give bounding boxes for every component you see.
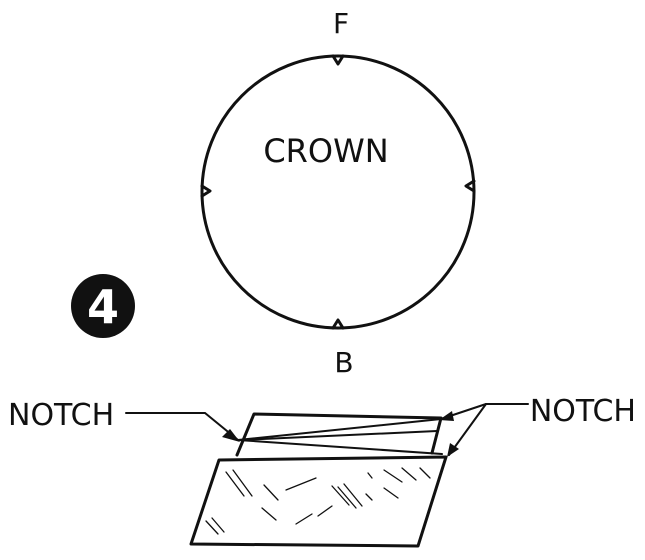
crown-band [235, 412, 443, 457]
crown-band-inner-line [240, 430, 438, 441]
crown-notch-right [464, 179, 476, 193]
front-mark: F [333, 7, 349, 40]
crown-notch-bottom [331, 318, 345, 330]
right-notch-leader [237, 403, 529, 457]
back-mark: B [334, 346, 353, 379]
glass-block [189, 455, 448, 548]
glass-hatching [205, 467, 431, 535]
crown-circle [200, 54, 476, 330]
crown-notch-top [331, 54, 345, 66]
step-badge [71, 274, 135, 338]
crown-notch-left [200, 184, 212, 198]
crown-label: CROWN [263, 132, 388, 170]
notch-label-right: NOTCH [530, 394, 636, 429]
left-notch-leader [125, 412, 443, 455]
step-number: 4 [87, 280, 119, 334]
notch-label-left: NOTCH [8, 398, 114, 433]
